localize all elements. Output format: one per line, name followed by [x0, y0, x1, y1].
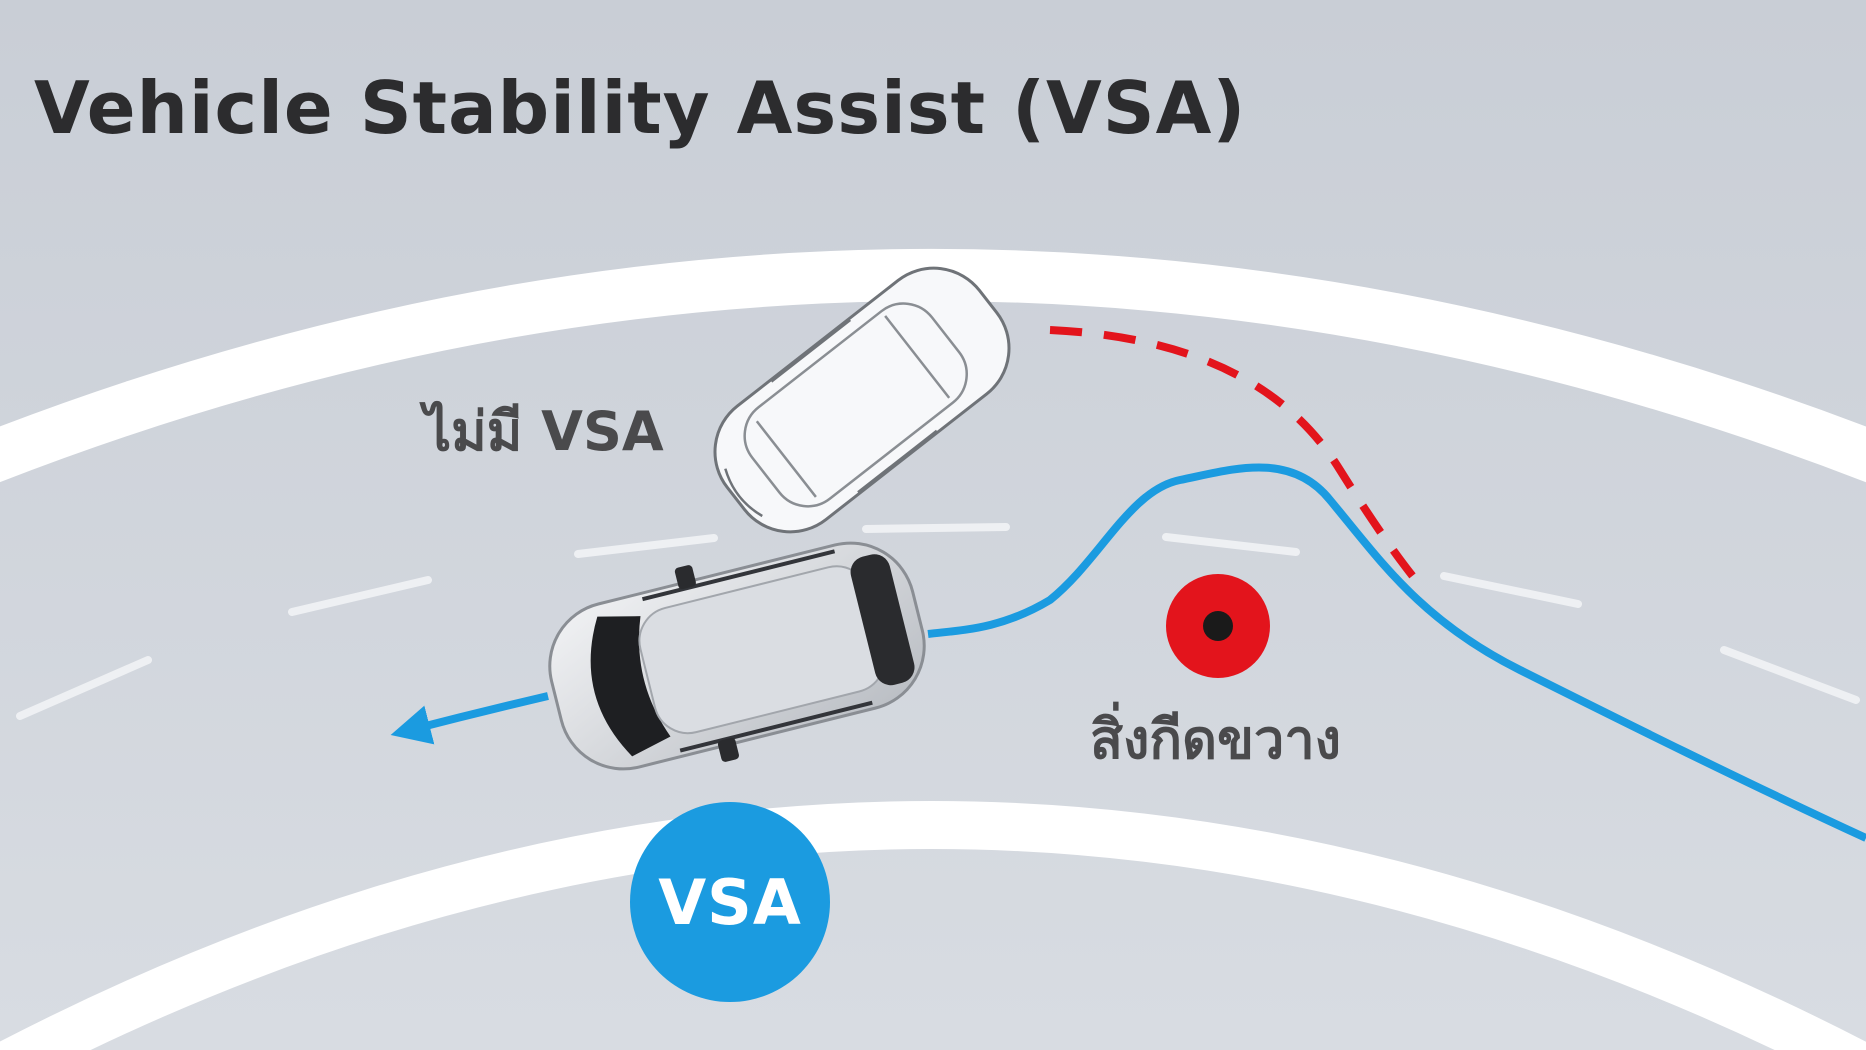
car-with-vsa-icon — [548, 541, 926, 771]
lane-divider — [16, 523, 1860, 720]
vsa-path-arrow-icon — [390, 692, 549, 745]
vsa-path — [927, 463, 1866, 842]
car-without-vsa-outline-icon — [713, 266, 1011, 534]
vsa-badge-label: VSA — [658, 865, 802, 939]
road-edge-inner — [0, 801, 1866, 1050]
without-vsa-label: ไม่มี VSA — [424, 400, 664, 463]
vsa-badge: VSA — [630, 802, 830, 1002]
obstacle-marker-icon — [1166, 574, 1270, 678]
page-title: Vehicle Stability Assist (VSA) — [34, 66, 1247, 150]
no-vsa-path — [1049, 326, 1428, 593]
obstacle-label: สิ่งกีดขวาง — [1090, 708, 1342, 771]
